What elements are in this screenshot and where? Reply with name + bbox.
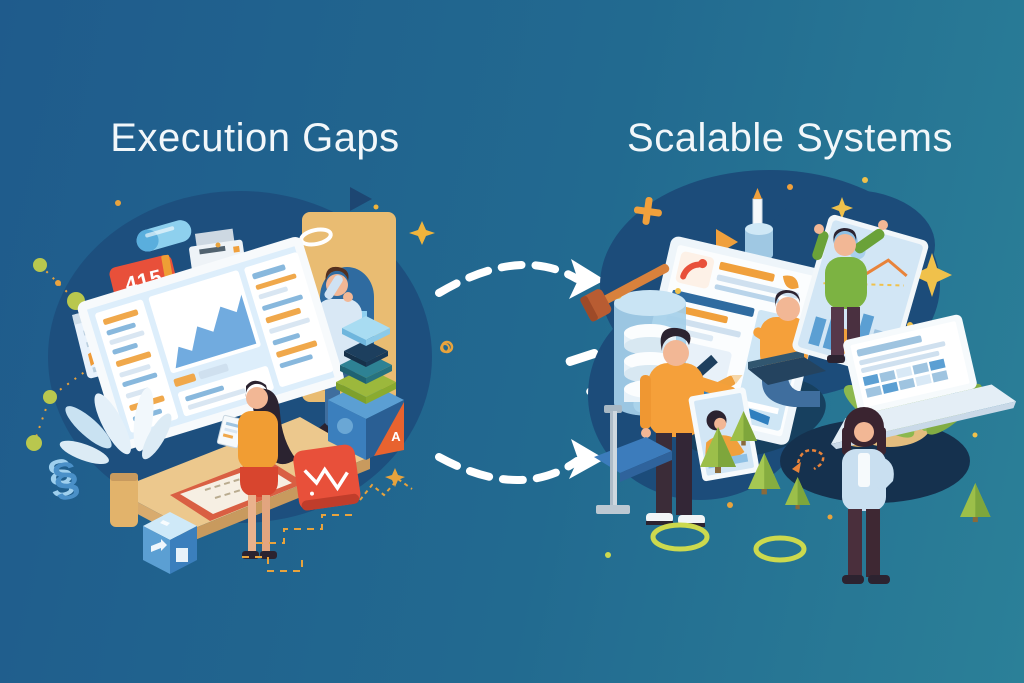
right-scene-title: Scalable Systems xyxy=(627,116,953,160)
transformation-arrows xyxy=(435,259,610,485)
top-dashed-arrow-icon xyxy=(435,259,605,299)
sign-pole xyxy=(594,405,672,514)
clipboard-icon xyxy=(216,414,245,449)
low-poly-trees xyxy=(700,411,991,523)
pill-capsule-icon xyxy=(136,220,192,252)
spreadsheet-cells xyxy=(862,358,949,398)
orange-bar-accent xyxy=(161,254,173,280)
dashed-squiggle-icon xyxy=(792,449,825,473)
standing-woman xyxy=(842,407,894,584)
star-icon xyxy=(385,468,405,487)
left-scene-title: Execution Gaps xyxy=(110,116,400,160)
pencil-beaker-icon xyxy=(745,188,773,261)
execution-gaps-illustration: 415 xyxy=(26,187,450,574)
laptop-icon xyxy=(748,357,826,385)
phone-icon xyxy=(680,259,708,280)
sitting-laptop-man xyxy=(748,290,826,407)
stacked-platform-cube: A xyxy=(328,316,404,460)
dashed-step-path xyxy=(242,477,413,572)
svg-text:A: A xyxy=(391,429,401,444)
sparkle-star-icon xyxy=(409,221,435,245)
small-ring-accent xyxy=(440,340,454,354)
dice-cube-icon xyxy=(143,512,197,574)
section-symbol-icon: § § xyxy=(43,447,84,506)
mallet-icon xyxy=(580,263,670,322)
plant-pot xyxy=(59,387,172,527)
bottom-dashed-arrow-icon xyxy=(435,439,605,485)
dot-accent xyxy=(373,204,379,210)
analyst-woman xyxy=(216,380,296,559)
spreadsheet-laptop xyxy=(830,314,1017,450)
declining-chart-sign xyxy=(293,444,361,511)
scalable-systems-illustration xyxy=(580,170,1017,584)
ground-rings xyxy=(650,522,807,563)
